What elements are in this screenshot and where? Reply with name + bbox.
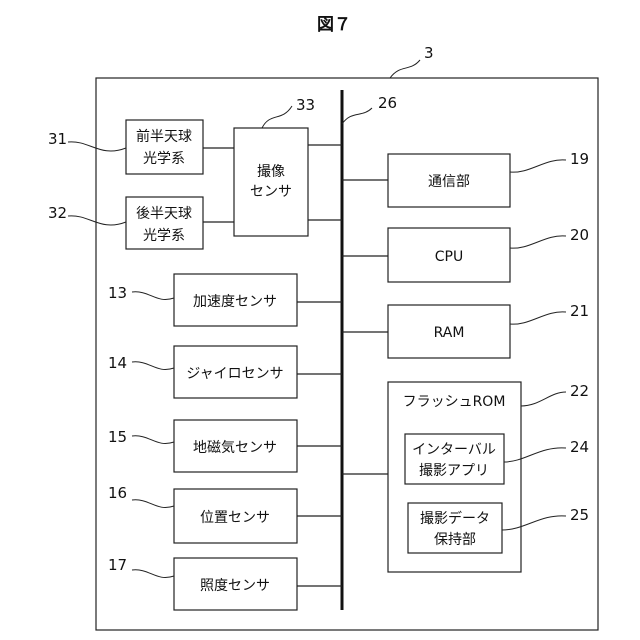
optic-rear-line-1: 後半天球 bbox=[136, 206, 192, 222]
image-storage-line-1: 撮影データ bbox=[420, 510, 490, 527]
figure-title: 図７ bbox=[317, 15, 351, 35]
device-leader bbox=[390, 60, 420, 78]
sensor-position-label: 位置センサ bbox=[200, 510, 270, 526]
sensor-gyro-label: ジャイロセンサ bbox=[186, 366, 283, 382]
sensor-illuminance-ref: 17 bbox=[108, 556, 127, 574]
image-storage-line-2: 保持部 bbox=[434, 532, 476, 548]
sensor-magnetic-label: 地磁気センサ bbox=[193, 440, 277, 456]
sensor-gyro-ref: 14 bbox=[108, 354, 127, 372]
optic-rear-ref: 32 bbox=[48, 204, 67, 222]
comm-unit-ref: 19 bbox=[570, 150, 589, 168]
sensor-position-ref: 16 bbox=[108, 484, 127, 502]
optic-front: 前半天球 光学系 31 bbox=[48, 120, 203, 174]
comm-unit-label: 通信部 bbox=[428, 174, 470, 190]
sensor-illuminance-label: 照度センサ bbox=[200, 578, 270, 594]
ram-label: RAM bbox=[434, 325, 465, 341]
sensor-accel-label: 加速度センサ bbox=[193, 294, 277, 310]
optic-front-line-1: 前半天球 bbox=[136, 128, 192, 145]
optic-front-line-2: 光学系 bbox=[143, 151, 185, 167]
bus-ref: 26 bbox=[378, 94, 397, 112]
sensor-magnetic-ref: 15 bbox=[108, 428, 127, 446]
image-sensor-line-1: 撮像 bbox=[257, 163, 285, 180]
optic-front-ref: 31 bbox=[48, 130, 67, 148]
image-sensor-ref: 33 bbox=[296, 96, 315, 114]
optic-rear-line-2: 光学系 bbox=[143, 228, 185, 244]
flash-rom-label: フラッシュROM bbox=[403, 394, 506, 410]
image-storage-ref: 25 bbox=[570, 506, 589, 524]
cpu-label: CPU bbox=[435, 249, 463, 265]
optic-rear: 後半天球 光学系 32 bbox=[48, 197, 203, 249]
interval-app-ref: 24 bbox=[570, 438, 589, 456]
ram-ref: 21 bbox=[570, 302, 589, 320]
interval-app-line-1: インターバル bbox=[412, 442, 496, 458]
sensor-accel-ref: 13 bbox=[108, 284, 127, 302]
cpu-ref: 20 bbox=[570, 226, 589, 244]
image-sensor-line-2: センサ bbox=[250, 184, 292, 200]
device-ref: 3 bbox=[424, 44, 434, 62]
flash-rom-ref: 22 bbox=[570, 382, 589, 400]
interval-app-line-2: 撮影アプリ bbox=[419, 462, 489, 479]
